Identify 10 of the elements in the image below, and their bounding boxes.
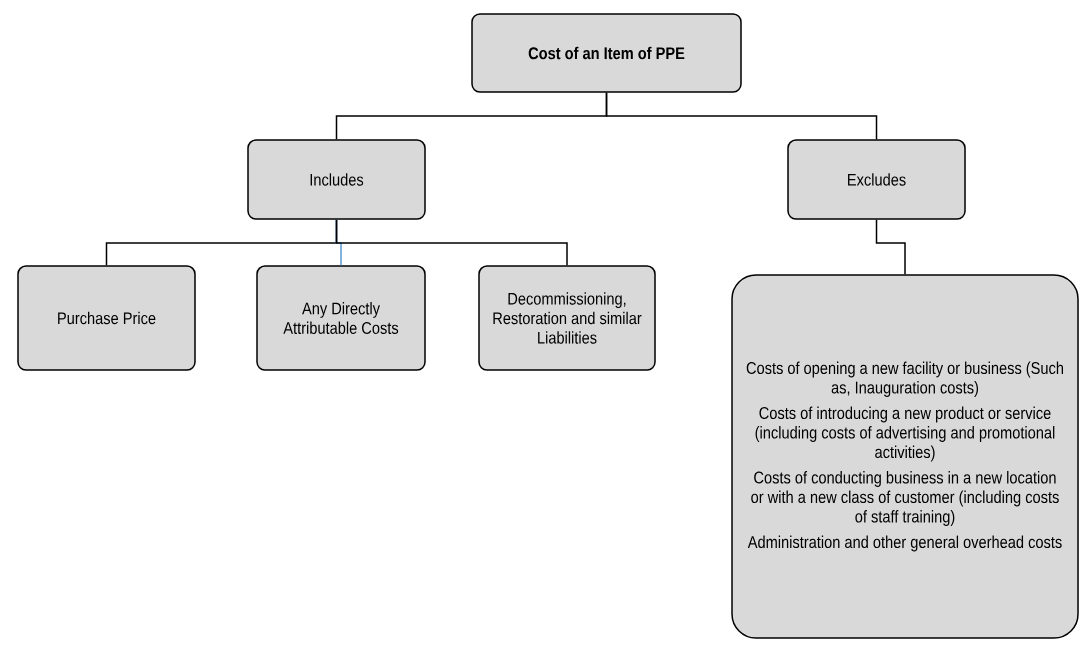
item-box: Decommissioning, Restoration and similar Liabilities <box>478 265 656 371</box>
list-box: Costs of opening a new facility or business (Such as, Inauguration costs) Costs of introducing a new product or service (including costs of advertising and promotional activities) Costs of conducting business in a new location or with a new class of customer (including costs of staff training) Administration and other general overhead costs <box>731 274 1079 639</box>
connector <box>335 219 568 266</box>
item-box: Purchase Price <box>17 265 196 371</box>
connector <box>605 92 878 140</box>
item-box: Any Directly Attributable Costs <box>256 265 426 371</box>
connector <box>875 219 906 275</box>
category-box: Includes <box>247 139 426 220</box>
category-box: Excludes <box>787 139 966 220</box>
title-box: Cost of an Item of PPE <box>471 13 742 93</box>
